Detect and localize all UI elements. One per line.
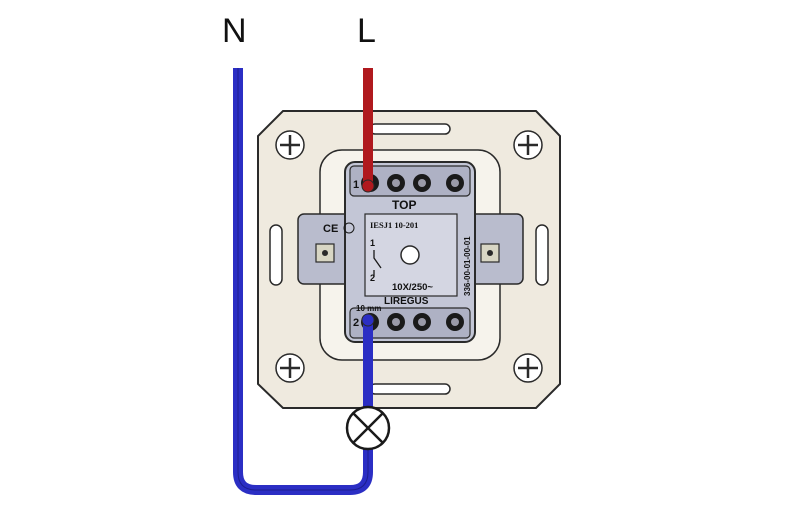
- switch-symbol-2: 2: [370, 273, 375, 283]
- frame-screw-bottom-right-icon: [513, 353, 543, 383]
- strip-length-label: 10 mm: [356, 304, 381, 313]
- rating-label: 10X/250~: [392, 282, 433, 293]
- bottom-terminals: [361, 313, 464, 331]
- switch-symbol-icon: [373, 250, 382, 277]
- serial-number: 336-00-01-00-01: [463, 236, 472, 296]
- frame-screw-top-left-icon: [275, 130, 305, 160]
- live-label: L: [357, 12, 376, 50]
- frame-slot-top: [369, 123, 451, 135]
- lamp-icon: [345, 405, 391, 451]
- top-terminals: [361, 174, 464, 192]
- frame-slot-right: [535, 224, 549, 286]
- mechanism-side-tabs: [297, 213, 524, 285]
- svg-text:CE: CE: [323, 223, 338, 235]
- model-number: IESJ1 10-201: [370, 220, 418, 230]
- frame-screw-top-right-icon: [513, 130, 543, 160]
- switch-mechanism: [344, 161, 476, 343]
- neutral-label: N: [222, 12, 247, 50]
- frame-slot-left: [269, 224, 283, 286]
- ce-mark-icon: CE: [323, 222, 355, 235]
- terminal-2-label: 2: [353, 317, 359, 329]
- frame-screw-bottom-left-icon: [275, 353, 305, 383]
- top-marking: TOP: [392, 198, 416, 212]
- switch-symbol-1: 1: [370, 238, 375, 248]
- terminal-1-label: 1: [353, 179, 359, 191]
- frame-slot-bottom: [369, 383, 451, 395]
- brand-label: LIREGUS: [384, 296, 429, 307]
